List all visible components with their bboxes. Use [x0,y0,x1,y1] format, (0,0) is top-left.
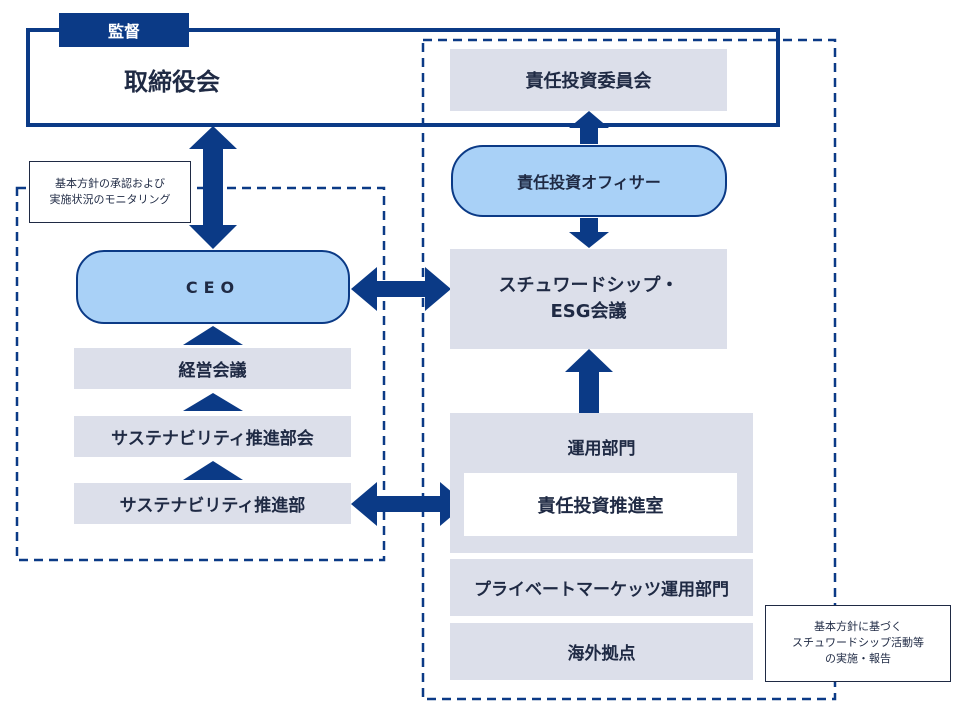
responsible-investment-officer: 責任投資オフィサー [451,145,727,217]
investment-division: 運用部門 責任投資推進室 [450,413,753,553]
stewardship-esg-meeting: スチュワードシップ・ ESG会議 [450,249,727,349]
officer-label: 責任投資オフィサー [517,173,661,192]
sustainability-department-label: サステナビリティ推進部 [119,496,306,516]
supervision-tab: 監督 [59,13,189,47]
right-note-line1: 基本方針に基づく [814,620,902,633]
stewardship-line2: ESG会議 [550,301,627,322]
right-dashed-region [421,38,837,701]
left-note-line1: 基本方針の承認および [55,177,165,190]
office-label: 責任投資推進室 [537,495,664,517]
responsible-investment-office: 責任投資推進室 [464,473,737,536]
triangle-up-2 [183,393,243,411]
sustainability-department: サステナビリティ推進部 [74,483,351,524]
right-note: 基本方針に基づく スチュワードシップ活動等 の実施・報告 [765,605,951,682]
left-dashed-region [15,186,386,562]
officer-stewardship-arrow [569,218,609,248]
left-note: 基本方針の承認および 実施状況のモニタリング [29,161,191,223]
triangle-up-1 [183,326,243,345]
responsible-investment-committee: 責任投資委員会 [450,49,727,111]
ceo-stewardship-arrow [351,267,451,311]
stewardship-line1: スチュワードシップ・ [498,275,679,296]
sustainability-committee-label: サステナビリティ推進部会 [111,429,314,449]
investment-stewardship-arrow [565,349,613,413]
overseas-label: 海外拠点 [567,644,636,664]
private-markets-division: プライベートマーケッツ運用部門 [450,559,753,616]
left-note-line2: 実施状況のモニタリング [49,193,171,206]
overseas-offices: 海外拠点 [450,623,753,680]
investment-division-label: 運用部門 [567,439,636,459]
sustainability-office-arrow [351,482,466,526]
board-frame [26,28,780,127]
right-note-line2: スチュワードシップ活動等 [792,636,924,649]
committee-label: 責任投資委員会 [525,71,652,92]
ceo-box: CEO [76,250,350,324]
ceo-label: CEO [185,277,241,297]
officer-committee-arrow [569,111,609,144]
management-meeting: 経営会議 [74,348,351,389]
right-note-line3: の実施・報告 [825,652,891,665]
sustainability-committee: サステナビリティ推進部会 [74,416,351,457]
management-meeting-label: 経営会議 [178,361,247,381]
private-markets-label: プライベートマーケッツ運用部門 [474,580,729,600]
supervision-label: 監督 [107,22,140,41]
board-ceo-arrow [189,126,237,249]
triangle-up-3 [183,461,243,480]
board-title: 取締役会 [124,68,220,96]
